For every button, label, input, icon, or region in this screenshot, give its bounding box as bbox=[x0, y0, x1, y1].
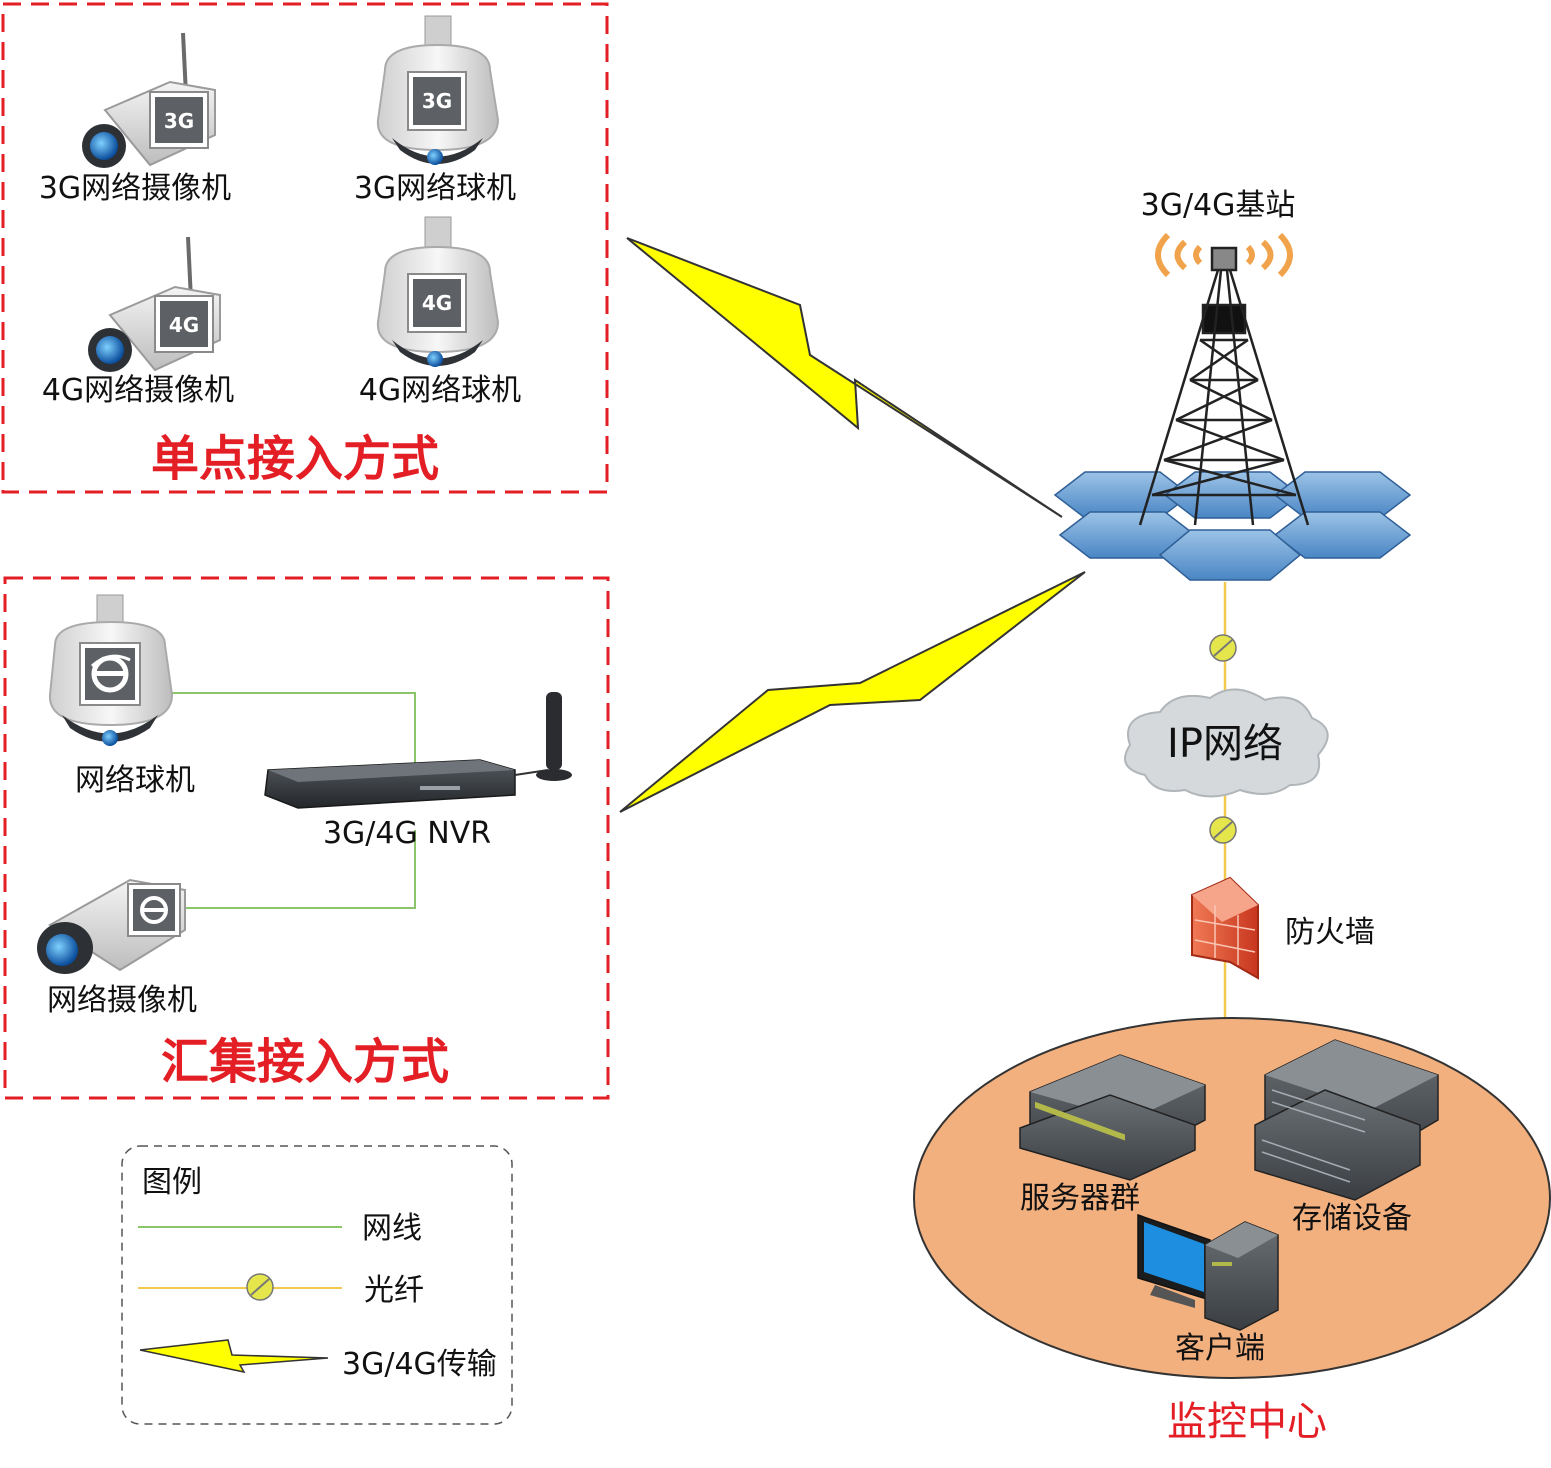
label-network-camera: 网络摄像机 bbox=[47, 983, 197, 1018]
badge-3g-dome: 3G bbox=[422, 89, 452, 113]
legend-label-network-cable: 网线 bbox=[362, 1211, 422, 1246]
wireless-link-single bbox=[626, 237, 1063, 518]
wireless-link-aggregate bbox=[619, 571, 1086, 813]
cellular-hex-grid bbox=[1053, 471, 1412, 581]
camera-3g: 3G 3G网络摄像机 bbox=[39, 32, 231, 206]
storage-device-icon bbox=[1254, 1039, 1439, 1201]
lightning-icon bbox=[619, 571, 1086, 813]
network-cable-links bbox=[170, 692, 416, 909]
aggregate-access-title: 汇集接入方式 bbox=[161, 1034, 449, 1090]
aggregate-network-camera: 网络摄像机 bbox=[37, 878, 197, 1018]
camera-icon bbox=[82, 32, 216, 168]
label-base-station: 3G/4G基站 bbox=[1141, 188, 1296, 223]
badge-4g: 4G bbox=[169, 313, 199, 337]
badge-3g: 3G bbox=[164, 109, 194, 133]
camera-icon bbox=[37, 878, 186, 974]
label-client: 客户端 bbox=[1175, 1331, 1265, 1366]
fiber-connector-icon bbox=[1209, 816, 1237, 844]
client-computer-icon bbox=[1137, 1213, 1279, 1331]
label-servers: 服务器群 bbox=[1020, 1181, 1140, 1216]
single-access-group-border bbox=[1, 2, 609, 494]
camera-icon bbox=[88, 236, 221, 372]
server-cluster-icon bbox=[1019, 1054, 1206, 1181]
ie-logo-icon bbox=[140, 896, 168, 924]
firewall: 防火墙 bbox=[1191, 876, 1375, 980]
legend-item-network-cable: 网线 bbox=[138, 1211, 422, 1246]
legend-item-wireless: 3G/4G传输 bbox=[139, 1339, 497, 1382]
lightning-icon bbox=[626, 237, 1063, 518]
label-4g-dome: 4G网络球机 bbox=[359, 373, 521, 408]
lightning-icon bbox=[139, 1339, 329, 1374]
label-storage: 存储设备 bbox=[1292, 1201, 1412, 1236]
badge-4g-dome: 4G bbox=[422, 291, 452, 315]
label-3g-dome: 3G网络球机 bbox=[354, 171, 516, 206]
legend-item-optical-fiber: 光纤 bbox=[138, 1273, 424, 1308]
monitoring-center: 服务器群 存储设备 客户端 监控中心 bbox=[913, 1017, 1551, 1445]
label-nvr: 3G/4G NVR bbox=[323, 816, 491, 851]
single-access-title: 单点接入方式 bbox=[151, 431, 439, 487]
fiber-connector-icon bbox=[246, 1273, 274, 1301]
monitoring-center-title: 监控中心 bbox=[1167, 1399, 1327, 1445]
legend: 图例 网线 光纤 3G/4G传输 bbox=[121, 1145, 513, 1425]
camera-4g: 4G 4G网络摄像机 bbox=[42, 236, 234, 408]
label-4g-camera: 4G网络摄像机 bbox=[42, 373, 234, 408]
label-3g-camera: 3G网络摄像机 bbox=[39, 171, 231, 206]
label-firewall: 防火墙 bbox=[1285, 915, 1375, 950]
dome-4g: 4G 4G网络球机 bbox=[359, 216, 521, 408]
ip-network: IP网络 bbox=[1124, 688, 1329, 798]
legend-title: 图例 bbox=[142, 1165, 202, 1200]
legend-label-optical-fiber: 光纤 bbox=[364, 1273, 424, 1308]
ie-logo-icon bbox=[91, 654, 131, 693]
fiber-connector-icon bbox=[1209, 634, 1237, 662]
base-station: 3G/4G基站 bbox=[1053, 188, 1412, 581]
nvr-icon bbox=[264, 692, 572, 809]
label-network-dome: 网络球机 bbox=[75, 763, 195, 798]
dome-camera-icon bbox=[48, 594, 174, 746]
cloud-icon bbox=[1124, 688, 1329, 798]
dome-3g: 3G 3G网络球机 bbox=[354, 15, 516, 206]
signal-waves-icon bbox=[1155, 232, 1293, 278]
dome-camera-icon bbox=[376, 15, 500, 165]
label-ip-network: IP网络 bbox=[1167, 721, 1283, 767]
dome-camera-icon bbox=[376, 216, 500, 367]
legend-label-wireless: 3G/4G传输 bbox=[342, 1347, 497, 1382]
tower-icon bbox=[1138, 246, 1310, 526]
aggregate-dome-camera: 网络球机 bbox=[48, 594, 195, 798]
nvr-device: 3G/4G NVR bbox=[264, 692, 572, 851]
firewall-icon bbox=[1191, 876, 1259, 980]
